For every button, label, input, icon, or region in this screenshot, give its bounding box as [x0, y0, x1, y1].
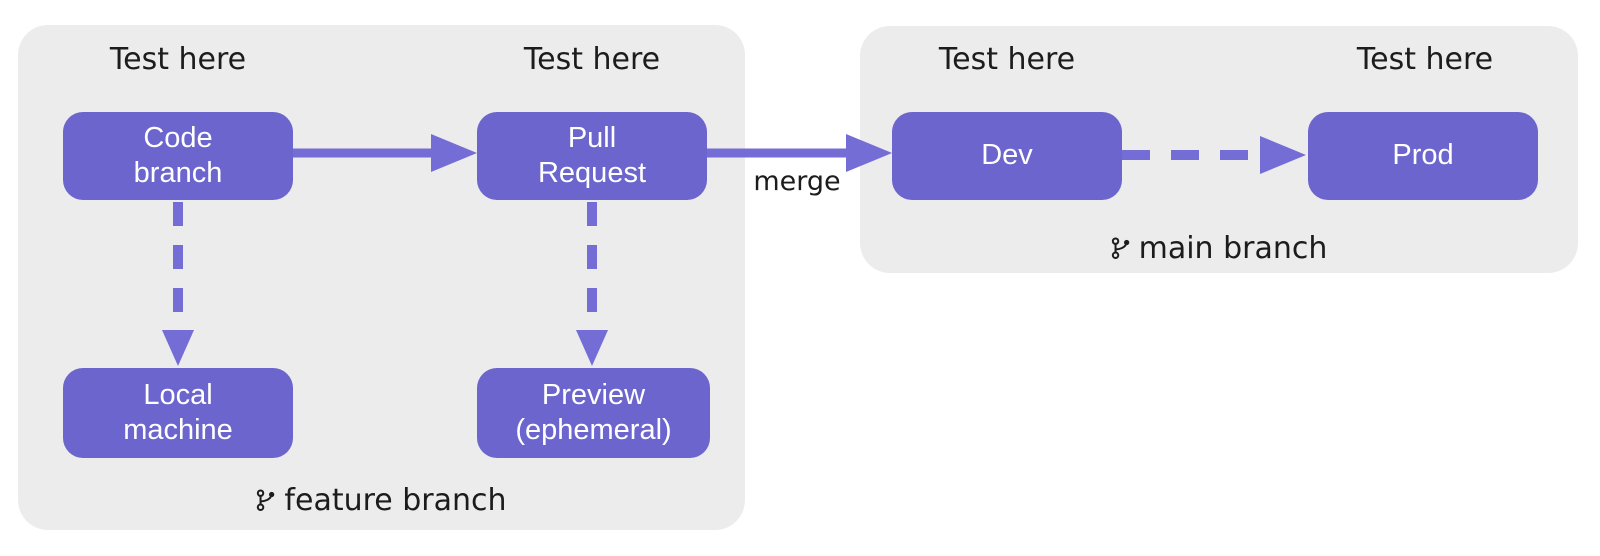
main-branch-caption: main branch [860, 226, 1578, 270]
test-here-label-pull-request: Test here [523, 42, 661, 77]
git-branch-icon [256, 487, 276, 513]
feature-branch-caption-text: feature branch [284, 482, 507, 518]
git-branch-icon [1111, 235, 1131, 261]
merge-edge-label: merge [753, 166, 841, 197]
node-preview-ephemeral: Preview (ephemeral) [477, 368, 710, 458]
node-local-machine: Local machine [63, 368, 293, 458]
node-prod: Prod [1308, 112, 1538, 200]
node-pull-request: Pull Request [477, 112, 707, 200]
test-here-label-code-branch: Test here [109, 42, 247, 77]
feature-branch-caption: feature branch [18, 478, 745, 522]
test-here-label-dev: Test here [938, 42, 1076, 77]
node-code-branch: Code branch [63, 112, 293, 200]
test-here-label-prod: Test here [1356, 42, 1494, 77]
main-branch-caption-text: main branch [1138, 230, 1328, 266]
node-dev: Dev [892, 112, 1122, 200]
